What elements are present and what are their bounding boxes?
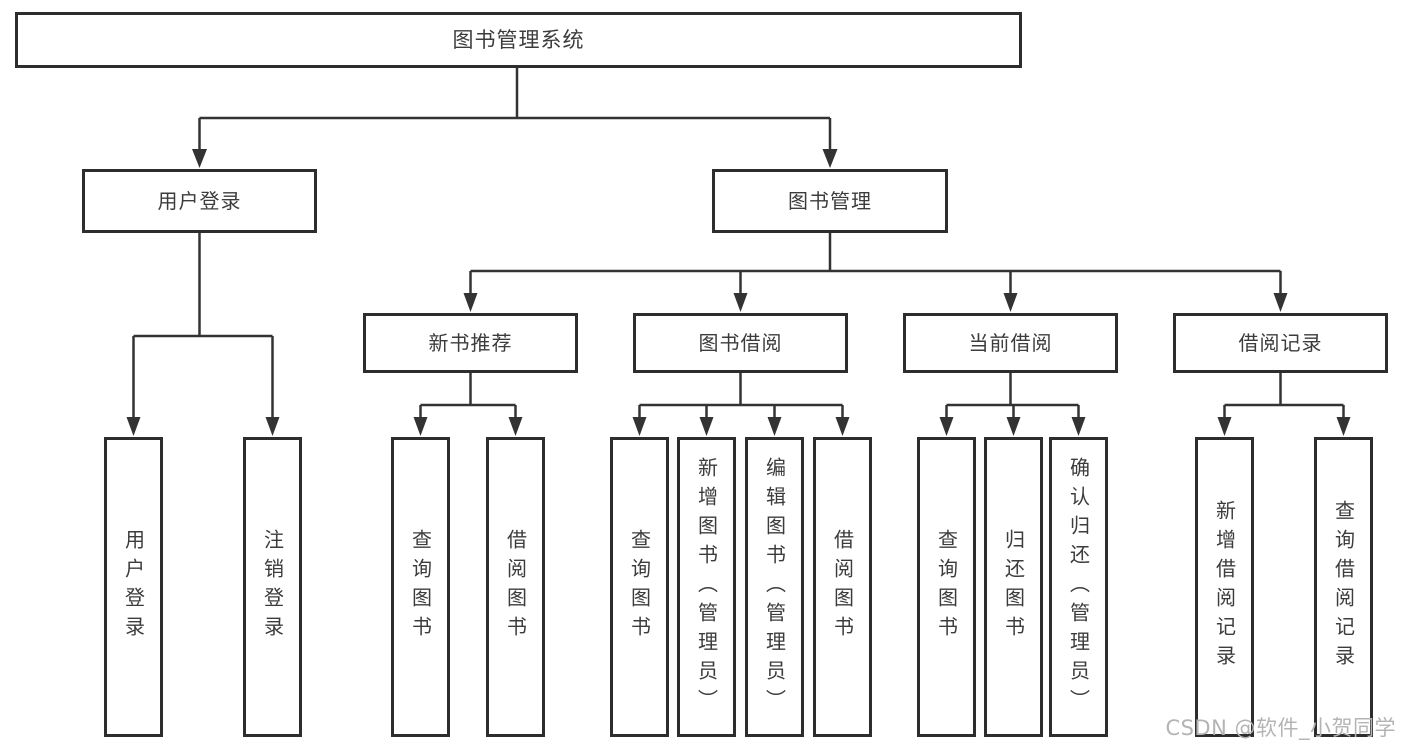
connector-current-borrow-to-leaves <box>939 373 1086 436</box>
leaf-return-book: 归还图书 <box>984 437 1043 737</box>
connector-book-borrow-to-leaves <box>632 373 850 436</box>
arrowhead-icon <box>1217 417 1232 436</box>
arrowhead-icon <box>1071 417 1086 436</box>
arrowhead-icon <box>1006 417 1021 436</box>
csdn-watermark: CSDN @软件_小贺同学 <box>1165 716 1396 740</box>
connector-borrow-records-to-leaves <box>1217 373 1351 436</box>
arrowhead-icon <box>1336 417 1351 436</box>
connector-root-to-level2 <box>192 68 838 168</box>
arrowhead-icon <box>126 417 141 436</box>
leaf-confirm-return-admin: 确认归还（管理员） <box>1049 437 1108 737</box>
connector-book-management-to-level3 <box>463 233 1288 312</box>
arrowhead-icon <box>699 417 714 436</box>
leaf-user-login: 用户登录 <box>104 437 163 737</box>
arrowhead-icon <box>632 417 647 436</box>
leaf-edit-book-admin: 编辑图书（管理员） <box>745 437 804 737</box>
arrowhead-icon <box>767 417 782 436</box>
arrowhead-icon <box>835 417 850 436</box>
arrowhead-icon <box>413 417 428 436</box>
leaf-logout: 注销登录 <box>243 437 302 737</box>
node-user-login: 用户登录 <box>82 169 317 233</box>
leaf-borrow-book-recommend: 借阅图书 <box>486 437 545 737</box>
leaf-borrow-book: 借阅图书 <box>813 437 872 737</box>
node-book-management: 图书管理 <box>712 169 948 233</box>
arrowhead-icon <box>822 149 838 168</box>
arrowhead-icon <box>508 417 523 436</box>
arrowhead-icon <box>1273 293 1288 312</box>
leaf-add-book-admin: 新增图书（管理员） <box>677 437 736 737</box>
node-new-book-recommend: 新书推荐 <box>363 313 578 373</box>
node-root-system: 图书管理系统 <box>15 12 1022 68</box>
node-current-borrow: 当前借阅 <box>903 313 1118 373</box>
connector-new-book-recommend-to-leaves <box>413 373 523 436</box>
leaf-query-book-borrow: 查询图书 <box>610 437 669 737</box>
arrowhead-icon <box>733 293 748 312</box>
connector-user-login-to-leaves <box>126 233 280 436</box>
leaf-add-borrow-record: 新增借阅记录 <box>1195 437 1254 737</box>
arrowhead-icon <box>265 417 280 436</box>
arrowhead-icon <box>463 293 478 312</box>
node-book-borrow: 图书借阅 <box>633 313 848 373</box>
arrowhead-icon <box>1003 293 1018 312</box>
arrowhead-icon <box>939 417 954 436</box>
leaf-query-book-current: 查询图书 <box>917 437 976 737</box>
arrowhead-icon <box>192 149 207 168</box>
leaf-query-book-recommend: 查询图书 <box>391 437 450 737</box>
node-borrow-records: 借阅记录 <box>1173 313 1388 373</box>
leaf-query-borrow-record: 查询借阅记录 <box>1314 437 1373 737</box>
